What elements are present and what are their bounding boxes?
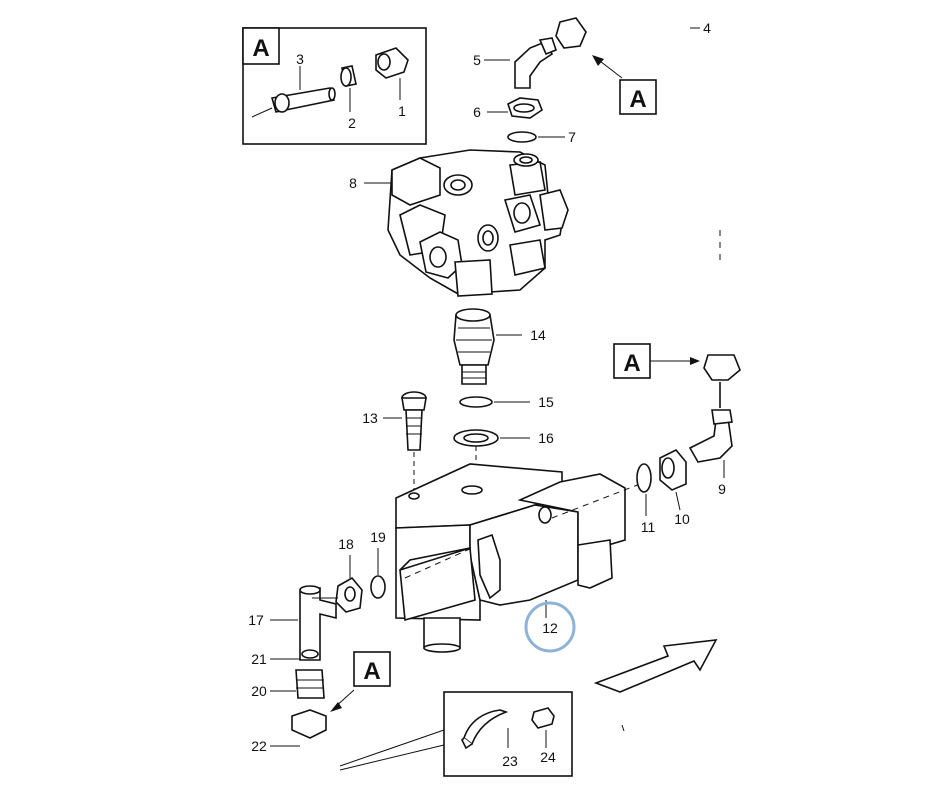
detail-marker-label: A (623, 350, 640, 377)
bolt-13: 13 (362, 391, 427, 492)
callout-16: 16 (538, 430, 554, 446)
callout-23: 23 (502, 753, 518, 769)
clip-24 (531, 707, 555, 729)
left-fittings: 17 18 19 21 20 22 A (248, 529, 445, 782)
callout-8: 8 (349, 175, 357, 191)
detail-marker-label: A (629, 86, 646, 113)
elbow-fitting-9 (688, 417, 733, 463)
detail-marker-label: A (252, 35, 269, 62)
elbow-fitting-5 (514, 41, 554, 89)
o-ring-21 (301, 649, 319, 659)
callout-24: 24 (540, 749, 556, 765)
union-20 (295, 669, 325, 699)
callout-3: 3 (296, 51, 304, 67)
callout-12: 12 (542, 620, 558, 636)
detail-marker-box (619, 79, 657, 115)
direction-arrow-icon (593, 639, 718, 693)
callout-21: 21 (251, 651, 267, 667)
o-ring-11 (636, 463, 652, 493)
manifold-12: 12 (395, 463, 641, 653)
callout-9: 9 (718, 481, 726, 497)
detail-marker-label: A (363, 658, 380, 685)
callout-4: 4 (703, 20, 711, 36)
top-fittings: 5 6 7 (473, 37, 576, 145)
cable-tie-23 (463, 709, 509, 746)
callout-10: 10 (674, 511, 690, 527)
hose-4: 4 A A (555, 10, 741, 381)
callout-1: 1 (398, 103, 406, 119)
callout-15: 15 (538, 394, 554, 410)
callout-13: 13 (362, 410, 378, 426)
callout-19: 19 (370, 529, 386, 545)
callout-17: 17 (248, 612, 264, 628)
detail-marker-box (353, 651, 391, 687)
tee-fitting-17 (299, 587, 337, 661)
valve-block-8: 8 (349, 149, 569, 297)
inset-detail-a: A 3 2 1 (242, 27, 427, 145)
callout-14: 14 (530, 327, 546, 343)
detail-marker-box (242, 27, 280, 65)
callout-20: 20 (251, 683, 267, 699)
right-fittings: 9 10 11 (636, 382, 733, 535)
callout-7: 7 (568, 129, 576, 145)
callout-5: 5 (473, 52, 481, 68)
callout-11: 11 (641, 519, 656, 535)
washer-16 (453, 429, 499, 447)
o-ring-15 (459, 396, 493, 408)
callout-2: 2 (348, 115, 356, 131)
highlight-ring (524, 601, 576, 653)
o-ring-19 (370, 575, 386, 599)
callout-22: 22 (251, 738, 267, 754)
cartridge-14: 14 (453, 308, 546, 385)
o-ring-7 (507, 131, 537, 143)
inset-accessories: 23 24 (443, 691, 573, 777)
callout-6: 6 (473, 104, 481, 120)
callout-18: 18 (338, 536, 354, 552)
